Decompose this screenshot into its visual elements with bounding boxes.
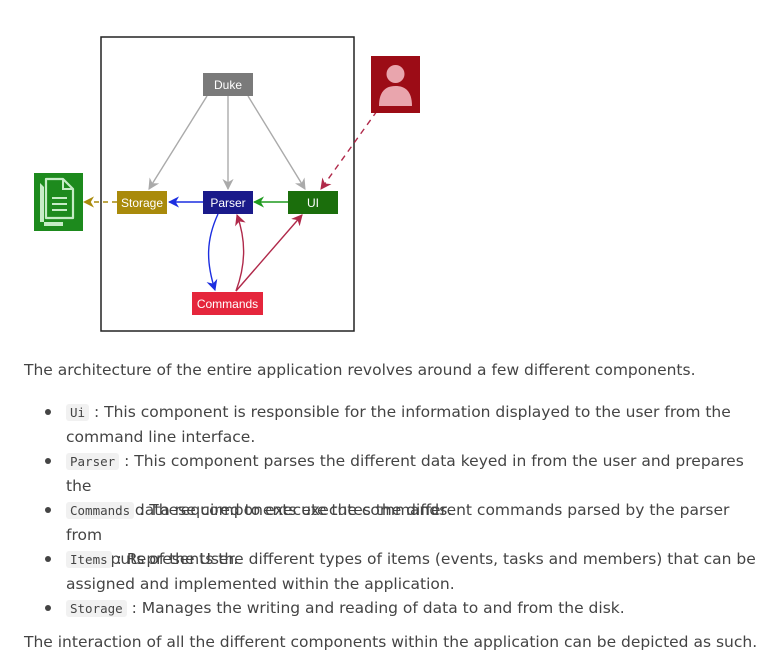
node-duke: Duke [203,73,253,96]
intro-paragraph: The architecture of the entire applicati… [24,361,696,379]
node-commands-label: Commands [197,297,258,311]
bullet [45,556,51,562]
item-text: : Manages the writing and reading of dat… [126,599,625,617]
list-item-items: Items : Represents the different types o… [45,547,766,596]
outro-paragraph: The interaction of all the different com… [24,633,758,651]
list-item-parser: Parser : This component parses the diffe… [45,449,766,522]
code-parser: Parser [66,453,120,470]
item-text: : These components executes the differen… [66,501,730,544]
user-icon [371,56,420,113]
item-text: : This component is responsible for the … [89,403,731,421]
node-storage-label: Storage [121,196,163,210]
node-ui-label: UI [307,196,319,210]
code-items: Items [66,551,112,568]
edge-duke-storage [148,95,208,190]
node-parser: Parser [203,191,253,214]
list-item-ui: Ui : This component is responsible for t… [45,400,766,449]
bullet [45,458,51,464]
node-commands: Commands [192,292,263,315]
document-icon [34,173,83,231]
code-storage: Storage [66,600,127,617]
edge-commands-parser [235,213,246,292]
node-ui: UI [288,191,338,214]
node-duke-label: Duke [214,78,242,92]
item-text: : This component parses the different da… [66,452,744,495]
item-text-cont: command line interface. [66,428,256,446]
bullet [45,605,51,611]
edge-commands-ui [235,214,303,292]
bullet [45,507,51,513]
edge-duke-ui [247,95,306,190]
system-boundary [100,36,355,332]
node-parser-label: Parser [210,196,245,210]
edge-parser-commands [206,213,219,292]
code-ui: Ui [66,404,90,421]
architecture-diagram: Duke Storage Parser UI Commands [34,36,420,332]
item-text: : Represents the different types of item… [111,550,756,568]
item-text-cont: assigned and implemented within the appl… [66,575,455,593]
list-item-storage: Storage : Manages the writing and readin… [45,596,766,621]
code-commands: Commands [66,502,135,519]
bullet [45,409,51,415]
item-text-cont: relevant data required to execute the co… [66,501,453,519]
edge-user-ui [320,110,378,190]
node-storage: Storage [117,191,167,214]
